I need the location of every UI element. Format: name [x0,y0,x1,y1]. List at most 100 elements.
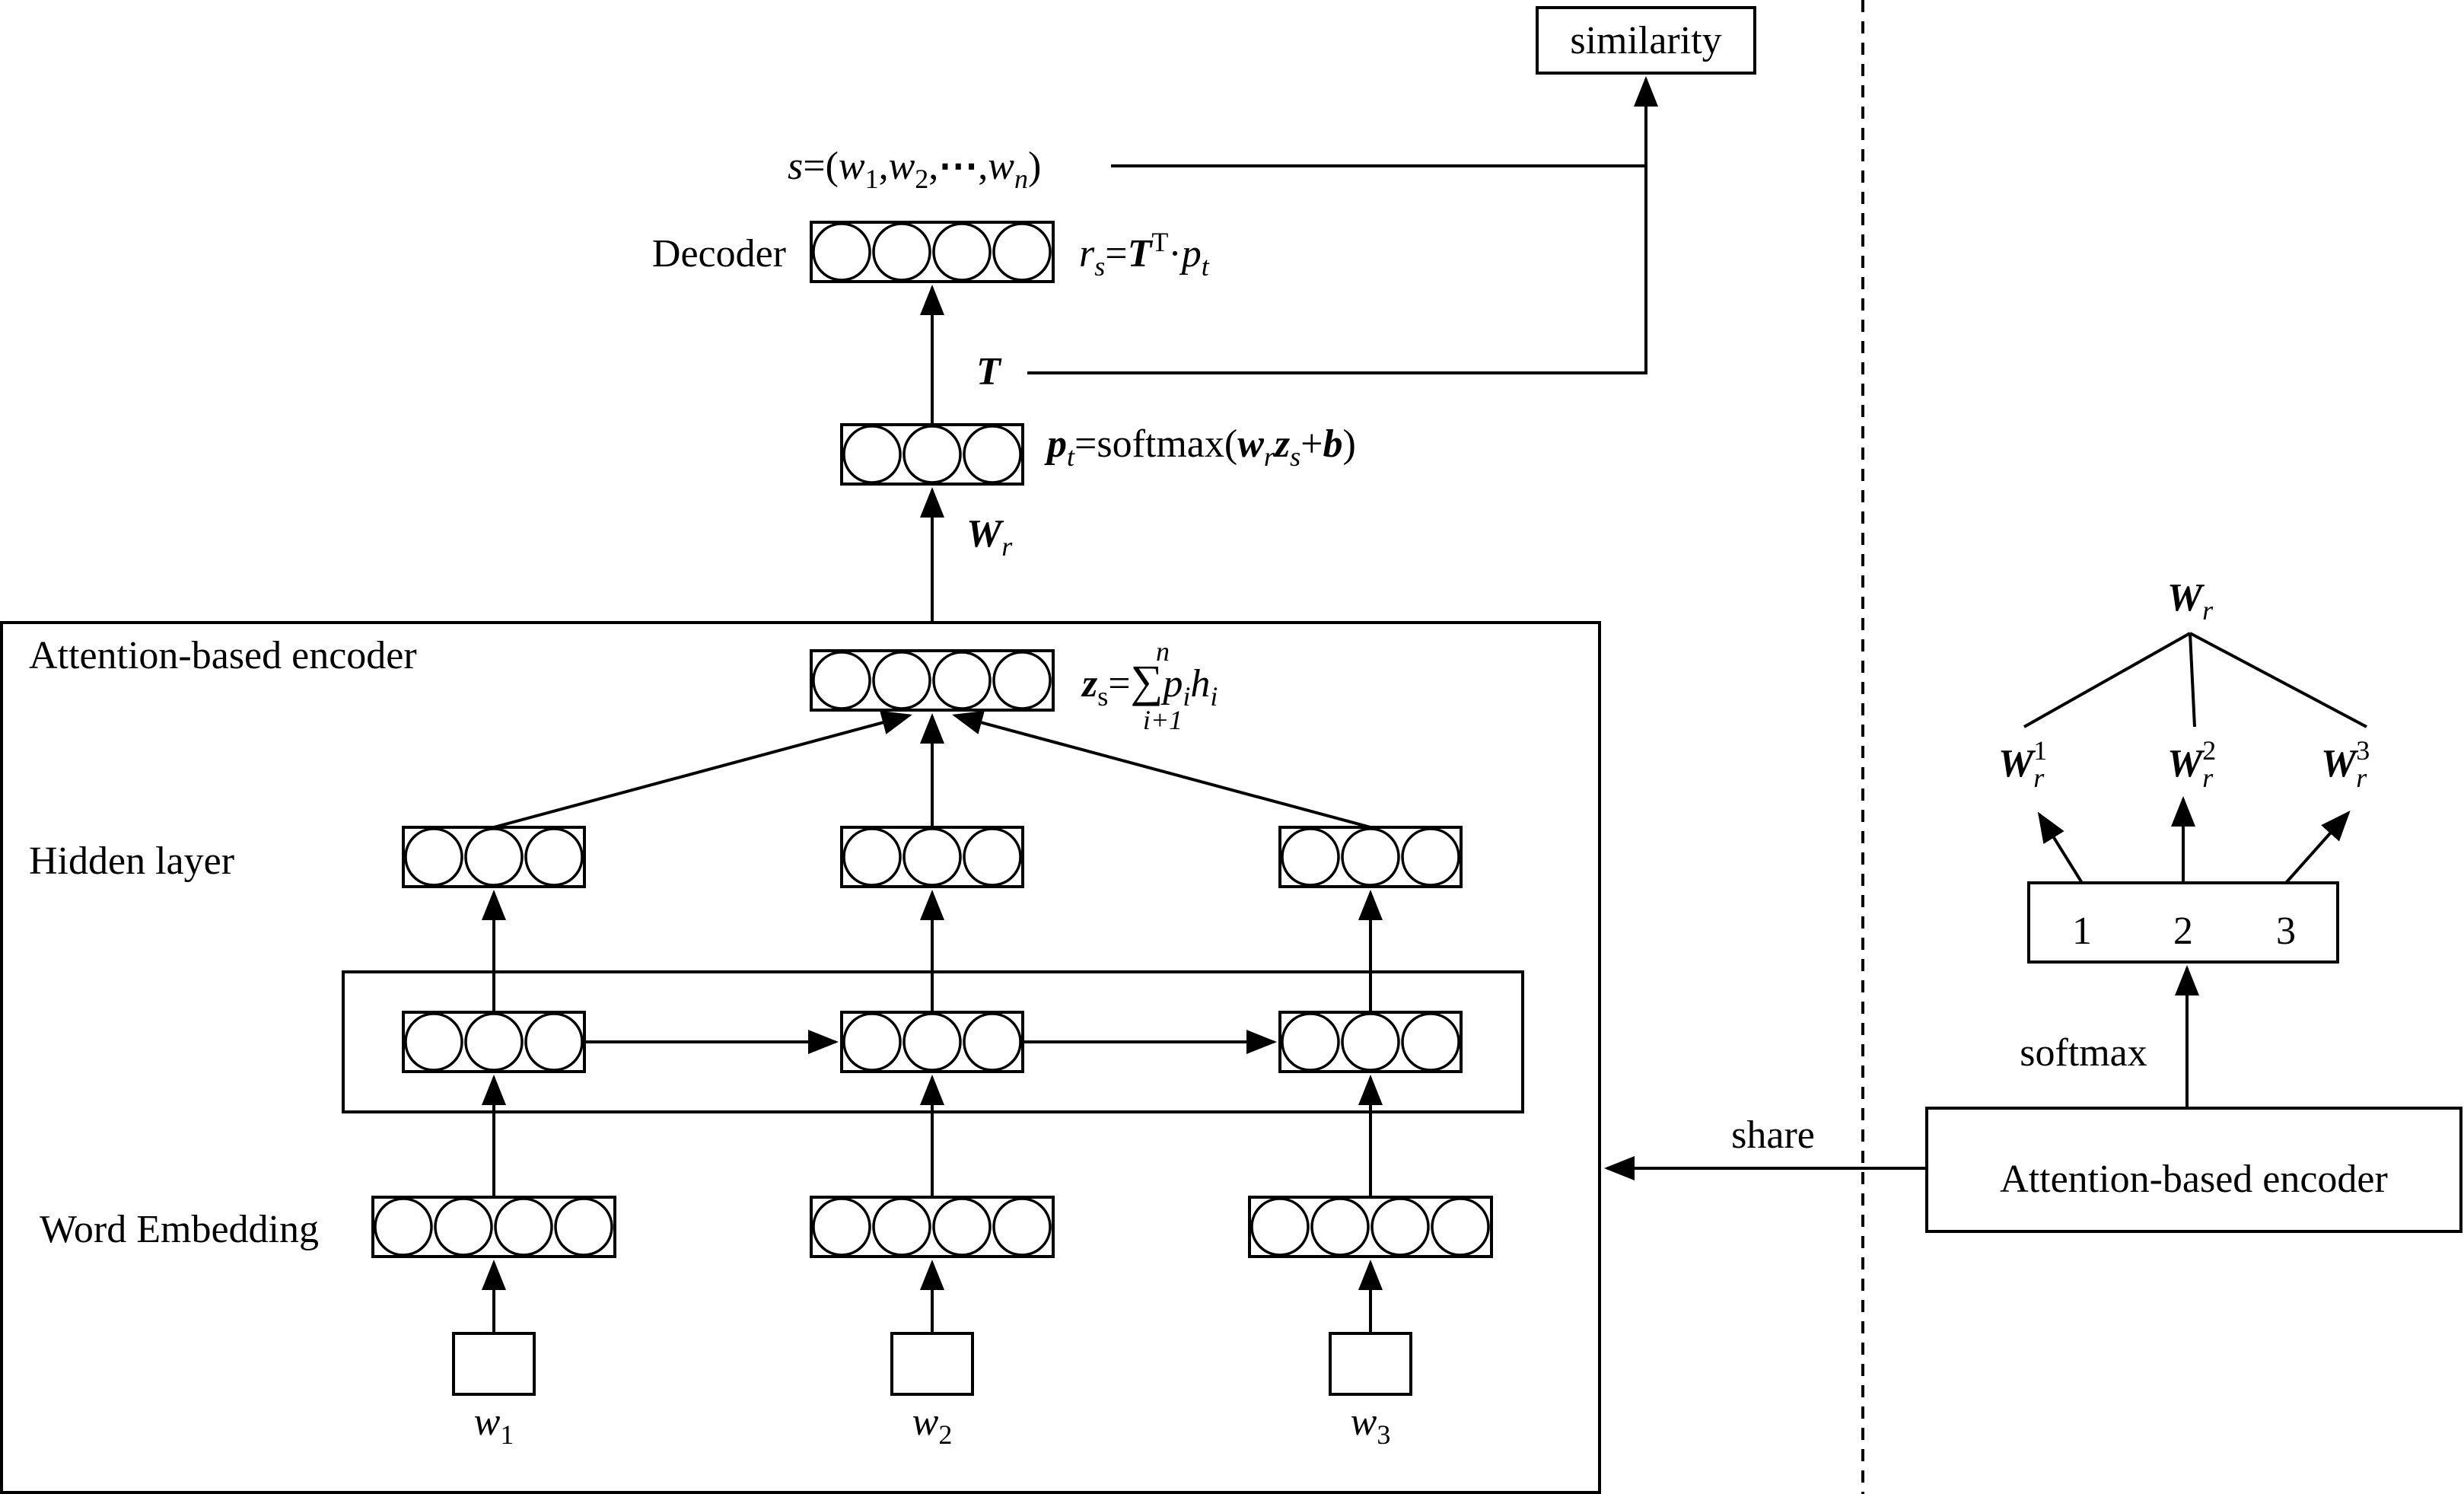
share-label: share [1731,1113,1815,1157]
word-label-2-sub: 2 [938,1419,952,1450]
zs-vector [810,649,1055,712]
Wr-label: Wr [966,512,1013,562]
zs-formula-p: p [1160,662,1183,706]
pt-formula-b: b [1323,422,1342,466]
right-Wr-label: Wr [2167,576,2214,626]
output1-to-branch1-arrow [2037,811,2084,884]
pt-formula-w-sub: r [1264,441,1275,472]
sentence-w1: w [839,145,865,188]
decoder-formula-p: p [1179,232,1202,276]
word-label-3-w: w [1351,1400,1377,1444]
T-matrix-label: T [976,350,1002,393]
hidden1-to-zs-arrow [493,710,912,829]
decoder-formula-sup: T [1151,227,1168,257]
decoder-formula-r: r [1079,232,1095,276]
Wr-label-sub: r [1001,531,1013,562]
word-label-1-w: w [474,1400,501,1444]
pt-formula-z-sub: s [1290,441,1300,472]
softmax-label: softmax [2020,1031,2147,1075]
embedding-vector-3 [1248,1196,1493,1258]
softmax-output-box [2027,881,2339,964]
softmax-output-3: 3 [2276,909,2296,953]
sentence-open: =( [803,145,839,188]
right-encoder-box [1925,1107,2462,1233]
word-label-3-sub: 3 [1377,1419,1390,1450]
pt-formula-eq: =softmax( [1074,422,1237,466]
decoder-vector [810,221,1055,283]
zs-formula-h: h [1190,662,1210,706]
softmax-output-1: 1 [2072,909,2092,953]
pt-formula-plus: + [1300,422,1323,466]
sentence-w2-sub: 2 [915,164,928,194]
zs-formula-lower: i+1 [1143,705,1183,735]
word-label-2: w2 [912,1400,953,1450]
pt-vector [840,423,1024,486]
zs-formula-z-sub: s [1097,681,1108,712]
tree-branch-1 [2023,632,2191,728]
word-embedding-label: Word Embedding [40,1208,319,1251]
zs-formula-h-sub: i [1210,681,1218,712]
word-input-box-2 [890,1332,974,1396]
hidden-vector-3 [1278,826,1463,888]
attention-encoder-title: Attention-based encoder [29,634,417,677]
zs-formula-upper: n [1156,636,1170,667]
tree-branch-2 [2189,632,2196,728]
word-label-1-sub: 1 [500,1419,514,1450]
decoder-label: Decoder [652,232,786,276]
sentence-w1-sub: 1 [865,164,879,194]
similarity-label: similarity [1570,19,1721,62]
right-Wr-sub: r [2202,595,2214,626]
right-branch-2-sub: r [2202,763,2214,793]
right-branch-1-sub: r [2033,763,2045,793]
embedding-vector-1 [371,1196,616,1258]
decoder-formula-r-sub: s [1094,251,1105,282]
right-branch-1-sup: 1 [2033,735,2047,766]
rnn-vector-1 [402,1011,586,1073]
hidden-vector-1 [402,826,586,888]
decoder-formula-eq: = [1105,232,1127,276]
zs-formula-p-sub: i [1183,681,1190,712]
word-label-3: w3 [1351,1400,1391,1450]
sentence-wn-sub: n [1014,164,1028,194]
right-encoder-label: Attention-based encoder [2000,1158,2388,1201]
word-label-2-w: w [912,1400,939,1444]
rnn-vector-3 [1278,1011,1463,1073]
hidden-vector-2 [840,826,1024,888]
sentence-formula: s=(w1,w2,⋯,wn) [788,145,1041,194]
right-branch-2-sup: 2 [2202,735,2216,766]
pt-formula-p-sub: t [1067,441,1075,472]
right-branch-2-W: W [2167,742,2205,785]
embedding-vector-2 [810,1196,1055,1258]
output3-to-branch3-arrow [2284,811,2351,884]
sentence-wn: w [988,145,1014,188]
sentence-w2: w [889,145,915,188]
right-branch-1-W: W [1998,742,2036,785]
Wr-label-W: W [966,512,1004,556]
word-label-1: w1 [474,1400,514,1450]
zs-formula-z: z [1081,662,1098,706]
pt-formula-w: w [1237,422,1264,466]
pt-formula-z: z [1273,422,1291,466]
tree-branch-3 [2189,632,2367,728]
word-input-box-3 [1329,1332,1412,1396]
rnn-vector-2 [840,1011,1024,1073]
right-branch-3-sub: r [2356,763,2367,793]
zs-formula-eq: = [1108,662,1130,706]
hidden3-to-zs-arrow [952,710,1371,829]
sentence-dots: ⋯ [938,145,978,188]
decoder-formula-p-sub: t [1202,251,1210,282]
similarity-box [1536,6,1756,75]
word-input-box-1 [452,1332,536,1396]
right-branch-3-sup: 3 [2356,735,2370,766]
zs-formula-sum: ∑ [1131,656,1164,706]
zs-formula: zs=∑pihi n i+1 [1081,636,1218,735]
sentence-close: ) [1028,145,1041,188]
pt-formula: pt=softmax(wrzs+b) [1044,422,1356,472]
softmax-output-2: 2 [2173,909,2193,953]
T-to-similarity-line [1027,76,1658,374]
decoder-formula: rs=TT·pt [1079,227,1210,282]
